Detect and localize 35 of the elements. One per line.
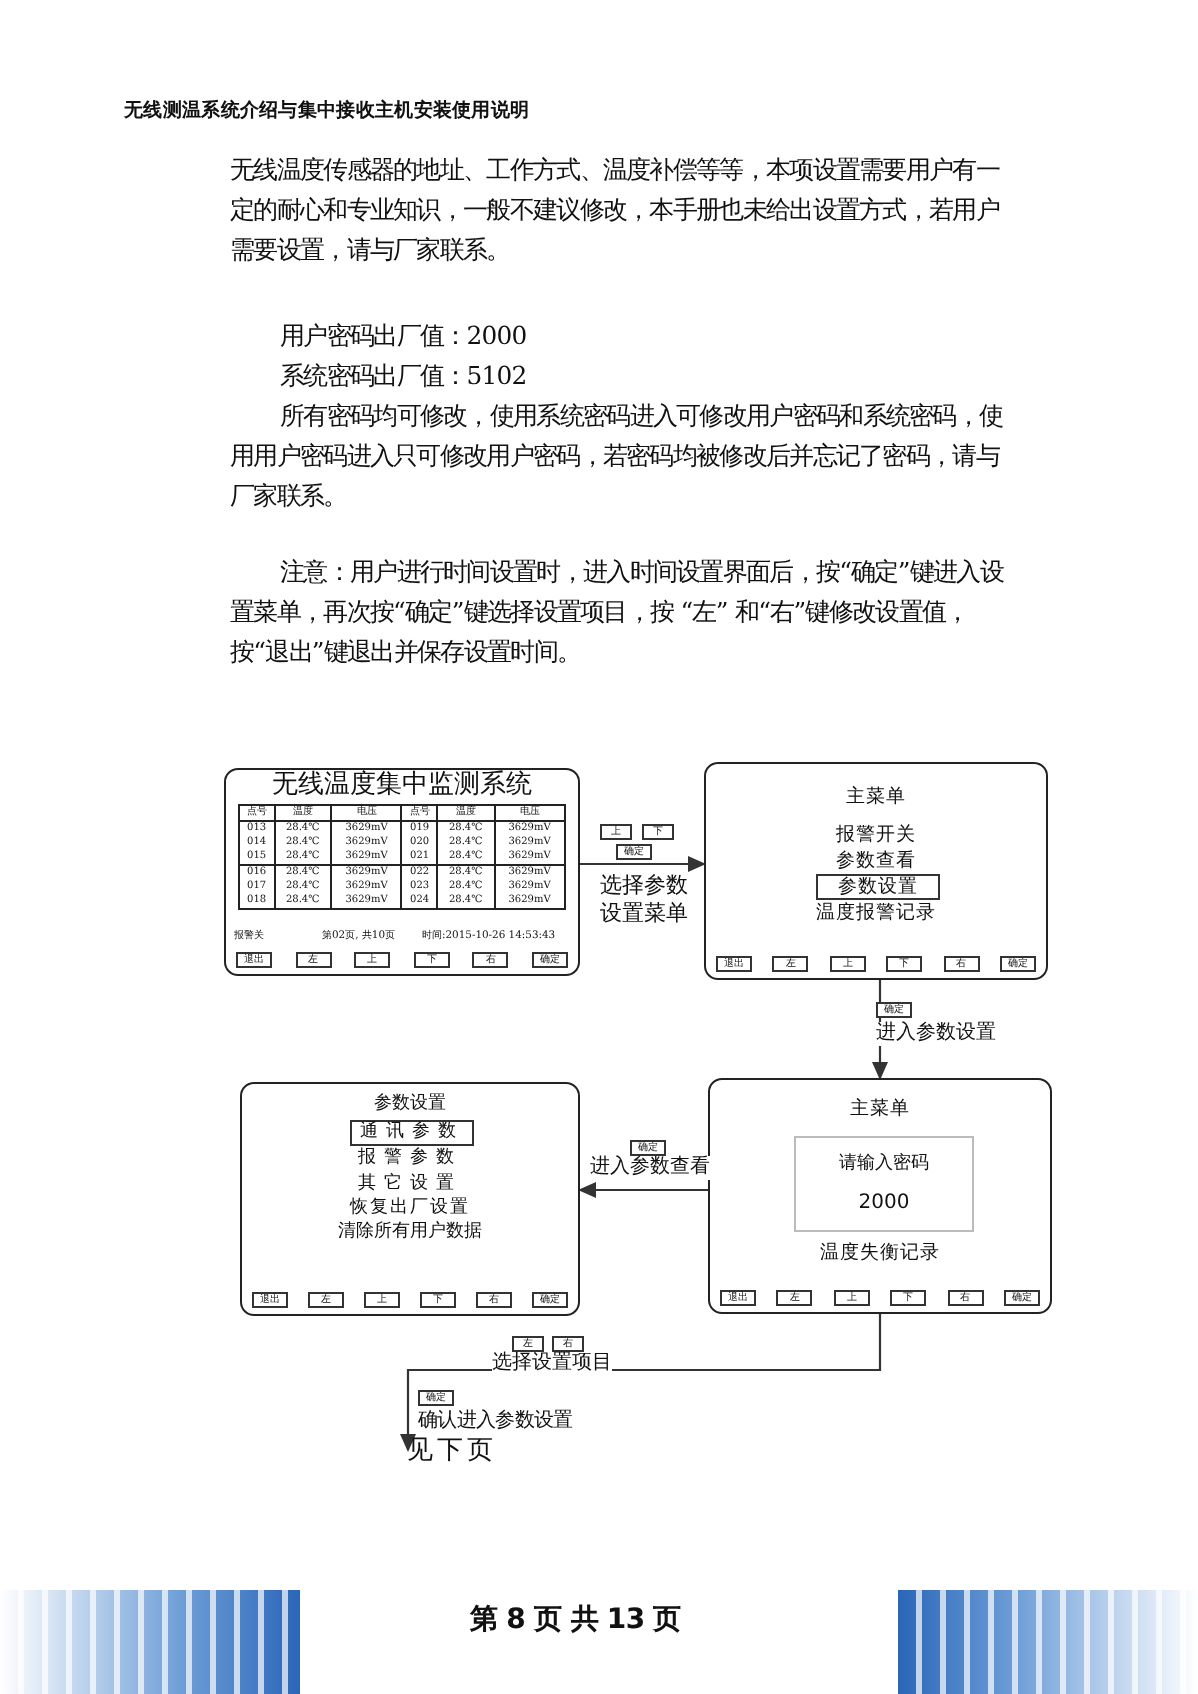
menu-item: 温度失衡记录 — [820, 1244, 940, 1265]
body-paragraph: 无线温度传感器的地址、工作方式、温度补偿等等，本项设置需要用户有一定的耐心和专业知识，一般不建议修改，本手册也未给出设置方式，若用户需要设置，请与厂家联系。 — [230, 152, 1002, 268]
menu-item: 报警开关 — [836, 826, 916, 847]
menu-item: 其它设置 — [358, 1176, 462, 1196]
screen-panel — [704, 762, 1048, 980]
edge-label: 进入参数设置 — [876, 1022, 996, 1046]
screen-panel — [224, 768, 580, 976]
body-paragraph: 所有密码均可修改，使用系统密码进入可修改用户密码和系统密码，使用用户密码进入只可修改用户密码，若密码均被修改后并忘记了密码，请与厂家联系。 — [230, 398, 1005, 514]
screen-title: 主菜单 — [850, 1100, 910, 1121]
prompt-text: 请输入密码 — [839, 1156, 929, 1176]
menu-item: 恢复出厂设置 — [350, 1200, 470, 1220]
menu-item: 清除所有用户数据 — [338, 1224, 482, 1244]
screen-title: 无线温度集中监测系统 — [272, 772, 532, 801]
page-number: 第 8 页 共 13 页 — [470, 1602, 681, 1640]
password-value: 2000 — [858, 1192, 910, 1214]
screen-title: 参数设置 — [374, 1096, 446, 1116]
arrow — [578, 1182, 708, 1198]
running-header: 无线测温系统介绍与集中接收主机安装使用说明 — [124, 97, 530, 126]
screen-panel — [240, 1082, 580, 1316]
highlighted-menu-item: 参数设置 — [816, 874, 940, 900]
step-note: 确认进入参数设置 — [418, 1410, 573, 1434]
body-paragraph: 用户密码出厂值：2000 — [280, 318, 527, 354]
menu-item: 报警参数 — [358, 1150, 462, 1170]
edge-label: 进入参数查看 — [590, 1156, 710, 1180]
edge-label: 选择设置项目 — [492, 1352, 612, 1376]
next-page-text: 见下页 — [406, 1438, 498, 1470]
menu-item: 温度报警记录 — [816, 904, 936, 925]
screen-title: 主菜单 — [846, 788, 906, 809]
arrow — [580, 856, 706, 872]
body-paragraph: 系统密码出厂值：5102 — [280, 358, 527, 394]
menu-item: 参数查看 — [836, 852, 916, 873]
highlighted-menu-item: 通讯参数 — [350, 1120, 474, 1146]
password-dialog — [794, 1136, 974, 1232]
body-paragraph: 注意：用户进行时间设置时，进入时间设置界面后，按“确定”键进入设置菜单，再次按“确定”键选择设置项目，按 “左” 和“右”键修改设置值，按“退出”键退出并保存设置时间。 — [230, 554, 1006, 670]
screen-panel — [708, 1078, 1052, 1314]
